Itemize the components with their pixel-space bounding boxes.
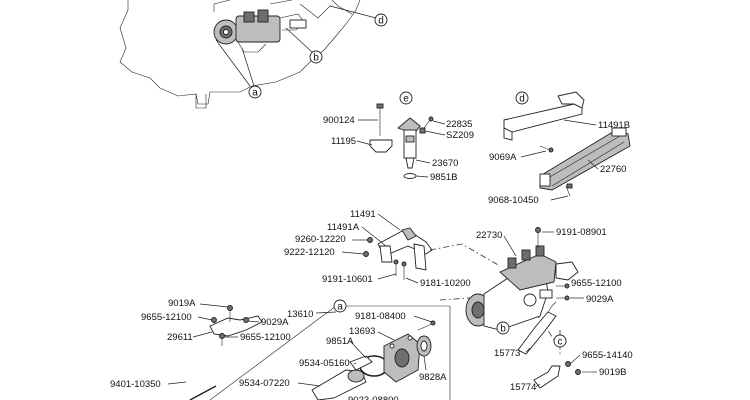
ref-circle-b-pump: b bbox=[496, 321, 510, 335]
label-9851b: 9851B bbox=[430, 172, 457, 183]
label-9181-10200: 9181-10200 bbox=[420, 278, 471, 289]
label-22835: 22835 bbox=[446, 119, 472, 130]
label-22730: 22730 bbox=[476, 230, 502, 241]
label-23670: 23670 bbox=[432, 158, 458, 169]
label-900124: 900124 bbox=[323, 115, 355, 126]
linkage-assembly bbox=[363, 227, 433, 280]
label-9029a-left: 9029A bbox=[261, 317, 289, 328]
engine-pump-detail bbox=[213, 0, 331, 53]
label-9260-12220: 9260-12220 bbox=[295, 234, 346, 245]
label-9019a: 9019A bbox=[168, 298, 196, 309]
label-9222-12120: 9222-12120 bbox=[284, 247, 335, 258]
label-11195: 11195 bbox=[331, 136, 356, 147]
label-9191-10601: 9191-10601 bbox=[322, 274, 373, 285]
svg-text:c: c bbox=[558, 337, 563, 348]
label-9655-14140: 9655-14140 bbox=[582, 350, 633, 361]
ref-circle-a-engine: a bbox=[248, 85, 262, 99]
label-9191-08901: 9191-08901 bbox=[556, 227, 607, 238]
engine-outline bbox=[119, 0, 361, 109]
label-11491: 11491 bbox=[350, 209, 376, 220]
label-13693: 13693 bbox=[349, 326, 375, 337]
label-15773: 15773 bbox=[494, 348, 520, 359]
ref-circle-d-rail: d bbox=[515, 91, 529, 105]
label-15774: 15774 bbox=[510, 382, 536, 393]
svg-text:a: a bbox=[337, 302, 343, 313]
group-a-frame bbox=[209, 305, 451, 400]
label-9828a: 9828A bbox=[419, 372, 447, 383]
fuel-rail-assembly bbox=[503, 91, 631, 197]
label-9181-08400: 9181-08400 bbox=[355, 311, 406, 322]
label-9655-12100-left-2: 9655-12100 bbox=[240, 332, 291, 343]
label-9655-12100-right: 9655-12100 bbox=[571, 278, 622, 289]
ref-circle-d-engine: d bbox=[374, 13, 388, 27]
svg-text:d: d bbox=[519, 94, 525, 105]
ref-circle-e: e bbox=[399, 91, 413, 105]
svg-text:d: d bbox=[378, 16, 384, 27]
label-9029a-right: 9029A bbox=[586, 294, 614, 305]
label-9069a: 9069A bbox=[489, 152, 517, 163]
label-9023-partial: 9023-08800 bbox=[348, 395, 399, 400]
label-11491a: 11491A bbox=[327, 222, 360, 233]
ref-circle-b-engine: b bbox=[309, 50, 323, 64]
label-13610: 13610 bbox=[287, 309, 313, 320]
label-9068-10450: 9068-10450 bbox=[488, 195, 539, 206]
svg-text:a: a bbox=[252, 88, 258, 99]
label-9851a: 9851A bbox=[326, 336, 354, 347]
fuel-pipes bbox=[517, 301, 592, 389]
label-9401-10350: 9401-10350 bbox=[110, 379, 161, 390]
label-9019b: 9019B bbox=[599, 367, 626, 378]
svg-text:b: b bbox=[500, 324, 506, 335]
label-11491b: 11491B bbox=[598, 120, 630, 131]
svg-text:b: b bbox=[313, 53, 319, 64]
label-9534-05160: 9534-05160 bbox=[299, 358, 350, 369]
injection-pump bbox=[465, 227, 579, 331]
ref-circle-a-group: a bbox=[333, 299, 347, 313]
ref-circle-c: c bbox=[553, 334, 567, 348]
svg-text:e: e bbox=[403, 94, 409, 105]
label-sz209: SZ209 bbox=[446, 130, 474, 141]
label-22760: 22760 bbox=[600, 164, 626, 175]
drive-shaft-assembly bbox=[311, 320, 436, 400]
label-9655-12100-left-1: 9655-12100 bbox=[141, 312, 192, 323]
injector-assembly bbox=[369, 103, 434, 179]
label-9534-07220: 9534-07220 bbox=[239, 378, 290, 389]
label-29611: 29611 bbox=[167, 332, 193, 343]
